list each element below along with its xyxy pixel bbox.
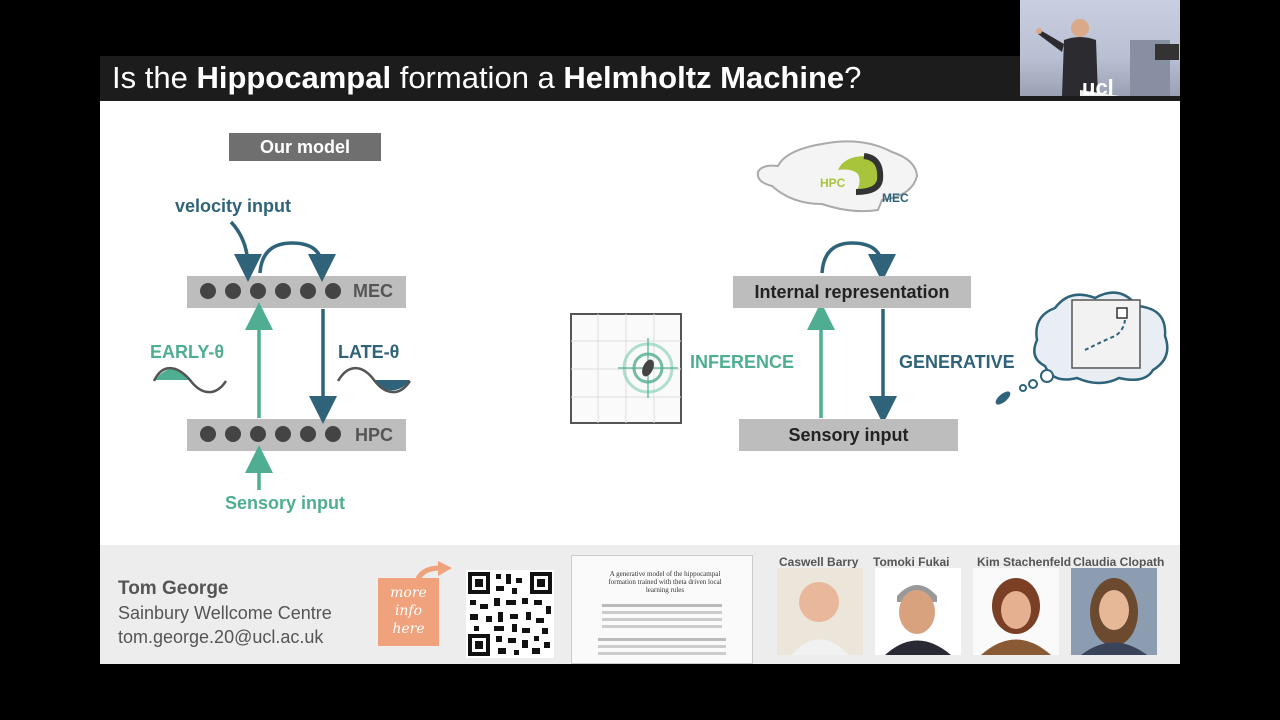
hpc-neuron <box>300 426 316 442</box>
collaborator-photo <box>777 568 863 655</box>
paper-thumbnail[interactable]: A generative model of the hippocampal fo… <box>571 555 753 664</box>
mec-label: MEC <box>353 281 393 301</box>
brain-hpc-label: HPC <box>820 176 846 190</box>
qr-code-icon[interactable] <box>466 570 554 658</box>
mec-neuron <box>325 283 341 299</box>
mec-layer: MEC <box>187 276 406 308</box>
collaborator-photo <box>973 568 1059 655</box>
collaborator-name: Caswell Barry <box>779 555 859 569</box>
hpc-label: HPC <box>355 425 394 445</box>
author-affiliation: Sainbury Wellcome Centre <box>118 603 332 623</box>
collaborator-name: Kim Stachenfeld <box>977 555 1072 569</box>
internal-representation-box: Internal representation <box>733 276 971 308</box>
mec-neuron <box>200 283 216 299</box>
paper-title: A generative model of the hippocampal fo… <box>608 570 722 594</box>
arrow-icon <box>413 561 452 585</box>
hpc-neuron <box>250 426 266 442</box>
brain-mec-label: MEC <box>882 191 909 205</box>
more-info-badge[interactable]: more info here <box>378 578 439 646</box>
collaborator-photo <box>1071 568 1157 655</box>
brain-illustration: HPC MEC <box>752 134 922 216</box>
mec-neuron <box>275 283 291 299</box>
collaborator-photo <box>875 568 961 655</box>
velocity-arrow <box>229 220 262 282</box>
speaker-video: ucl <box>1020 0 1180 96</box>
slide-title: Is the Hippocampal formation a Helmholtz… <box>112 60 862 95</box>
more-info-line: info <box>394 603 423 619</box>
hpc-neuron <box>275 426 291 442</box>
more-info-line: here <box>392 621 425 637</box>
collaborator-name: Tomoki Fukai <box>873 555 950 569</box>
generative-label: GENERATIVE <box>899 352 1015 372</box>
model-badge: Our model <box>229 133 381 161</box>
velocity-input-label: velocity input <box>175 196 292 216</box>
author-email[interactable]: tom.george.20@ucl.ac.uk <box>118 627 324 647</box>
late-theta-label: LATE-θ <box>338 342 400 362</box>
sensory-input-label: Sensory input <box>225 493 346 513</box>
title-bar <box>100 56 1180 101</box>
hpc-layer: HPC <box>187 419 406 451</box>
sensory-input-box: Sensory input <box>739 419 958 451</box>
mec-recurrent-arrow <box>258 241 336 282</box>
generative-thought-cloud <box>985 288 1170 413</box>
mec-neuron <box>250 283 266 299</box>
collaborator-name: Claudia Clopath <box>1073 555 1165 569</box>
mec-neuron <box>225 283 241 299</box>
early-theta-wave <box>152 366 228 394</box>
inference-grid-illustration <box>570 313 682 424</box>
late-theta-wave <box>336 366 412 394</box>
hpc-neuron <box>325 426 341 442</box>
svg-text:ucl: ucl <box>1082 75 1114 96</box>
more-info-line: more <box>390 585 427 601</box>
hpc-neuron <box>200 426 216 442</box>
early-theta-fill <box>155 369 190 380</box>
mec-neuron <box>300 283 316 299</box>
internal-recurrent-arrow <box>820 241 896 282</box>
hpc-neuron <box>225 426 241 442</box>
author-name: Tom George <box>118 578 229 599</box>
early-theta-label: EARLY-θ <box>150 342 225 362</box>
inference-label: INFERENCE <box>690 352 795 372</box>
